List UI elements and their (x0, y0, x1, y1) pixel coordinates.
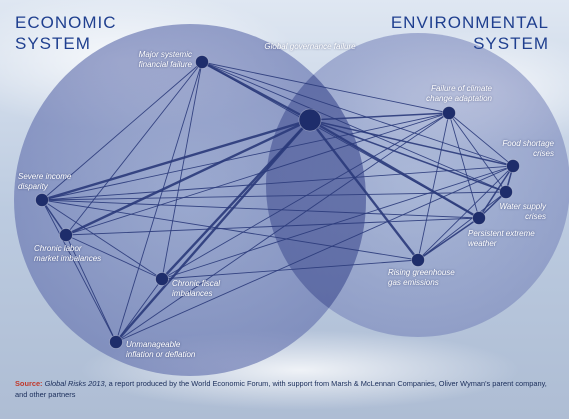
edge-unmanageable_inflation_or_deflation-food_shortage_crises (115, 165, 514, 343)
economic-system-title: ECONOMIC SYSTEM (15, 13, 117, 53)
edge-global_governance_failure-chronic_labor_market_imbalances (65, 118, 311, 237)
edge-global_governance_failure-unmanageable_inflation_or_deflation (115, 119, 311, 343)
node-failure_of_climate_change_adaptation (442, 106, 456, 120)
edge-major_systemic_financial_failure-chronic_labor_market_imbalances (65, 61, 203, 236)
edge-failure_of_climate_change_adaptation-water_supply_crises (448, 112, 507, 193)
economic-system-circle (14, 24, 366, 376)
edge-chronic_fiscal_imbalances-unmanageable_inflation_or_deflation (115, 278, 163, 343)
node-chronic_fiscal_imbalances (155, 272, 169, 286)
source-label: Source: (15, 379, 43, 388)
edge-persistent_extreme_weather-rising_greenhouse_gas_emissions (417, 217, 480, 261)
edges (41, 60, 514, 343)
edge-chronic_labor_market_imbalances-chronic_fiscal_imbalances (65, 234, 163, 280)
edge-global_governance_failure-failure_of_climate_change_adaptation (309, 112, 450, 121)
edge-chronic_labor_market_imbalances-unmanageable_inflation_or_deflation (65, 234, 117, 343)
edge-global_governance_failure-severe_income_disparity (41, 118, 311, 202)
node-persistent_extreme_weather (472, 211, 486, 225)
edge-severe_income_disparity-failure_of_climate_change_adaptation (41, 112, 450, 201)
edge-global_governance_failure-water_supply_crises (309, 119, 507, 193)
edge-water_supply_crises-rising_greenhouse_gas_emissions (417, 191, 507, 261)
source-publication: Global Risks 2013 (44, 379, 105, 388)
edge-failure_of_climate_change_adaptation-rising_greenhouse_gas_emissions (417, 112, 450, 261)
nodes (35, 55, 520, 349)
edge-major_systemic_financial_failure-unmanageable_inflation_or_deflation (115, 61, 203, 343)
source-note: Source: Global Risks 2013, a report prod… (15, 378, 555, 400)
edge-food_shortage_crises-rising_greenhouse_gas_emissions (417, 165, 514, 261)
edge-chronic_fiscal_imbalances-rising_greenhouse_gas_emissions (161, 259, 419, 280)
node-rising_greenhouse_gas_emissions (411, 253, 425, 267)
edge-failure_of_climate_change_adaptation-persistent_extreme_weather (448, 112, 480, 219)
edge-severe_income_disparity-rising_greenhouse_gas_emissions (41, 199, 419, 261)
edge-global_governance_failure-rising_greenhouse_gas_emissions (309, 119, 419, 261)
edge-chronic_fiscal_imbalances-failure_of_climate_change_adaptation (161, 112, 450, 280)
node-chronic_labor_market_imbalances (59, 228, 73, 242)
node-water_supply_crises (499, 185, 513, 199)
edge-chronic_labor_market_imbalances-persistent_extreme_weather (65, 217, 480, 236)
node-major_systemic_financial_failure (195, 55, 209, 69)
edge-failure_of_climate_change_adaptation-food_shortage_crises (448, 112, 514, 167)
edge-chronic_labor_market_imbalances-failure_of_climate_change_adaptation (65, 112, 450, 236)
edge-severe_income_disparity-food_shortage_crises (41, 165, 514, 201)
edge-chronic_fiscal_imbalances-food_shortage_crises (161, 165, 514, 280)
edge-major_systemic_financial_failure-food_shortage_crises (201, 61, 514, 167)
environmental-system-title: ENVIRONMENTAL SYSTEM (390, 13, 549, 53)
edge-food_shortage_crises-persistent_extreme_weather (478, 165, 514, 219)
edge-major_systemic_financial_failure-severe_income_disparity (41, 61, 203, 201)
edge-severe_income_disparity-persistent_extreme_weather (41, 199, 480, 219)
edge-unmanageable_inflation_or_deflation-failure_of_climate_change_adaptation (115, 112, 450, 343)
label-global-governance-failure: Global governance failure (264, 42, 356, 51)
node-food_shortage_crises (506, 159, 520, 173)
edge-global_governance_failure-food_shortage_crises (309, 119, 514, 167)
node-severe_income_disparity (35, 193, 49, 207)
edge-severe_income_disparity-chronic_fiscal_imbalances (41, 199, 163, 280)
edge-severe_income_disparity-chronic_labor_market_imbalances (41, 199, 67, 236)
node-global_governance_failure (298, 108, 322, 132)
edge-severe_income_disparity-unmanageable_inflation_or_deflation (41, 199, 117, 343)
edge-major_systemic_financial_failure-failure_of_climate_change_adaptation (201, 61, 450, 114)
source-text: , a report produced by the World Economi… (15, 379, 547, 399)
node-unmanageable_inflation_or_deflation (109, 335, 123, 349)
